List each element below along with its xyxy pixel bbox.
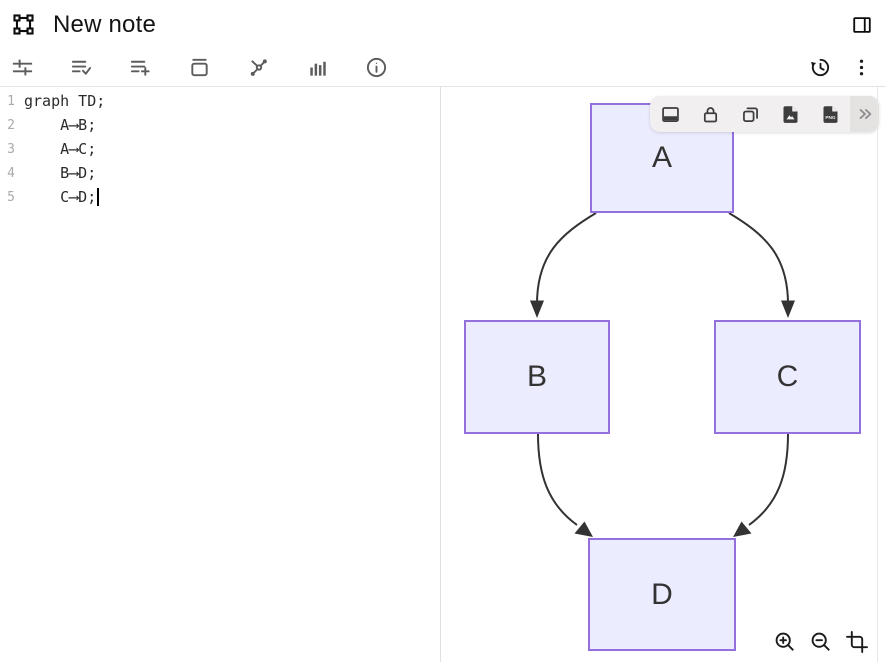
arrowhead-c-d — [733, 521, 752, 537]
code-line: 1 graph TD; — [0, 89, 440, 113]
tune-sliders-icon[interactable] — [10, 56, 34, 80]
chevrons-more-icon[interactable] — [850, 96, 879, 132]
titlebar: New note — [0, 0, 886, 49]
history-icon[interactable] — [808, 56, 832, 80]
edge-b-d — [537, 433, 578, 526]
code-line: 5 C⟶D; — [0, 185, 440, 209]
png-export-icon[interactable]: PNG — [810, 96, 850, 132]
toolbar — [0, 49, 886, 87]
archive-icon[interactable] — [187, 56, 211, 80]
diagram-float-toolbar: PNG — [650, 96, 879, 132]
copy-icon[interactable] — [730, 96, 770, 132]
edge-a-c — [728, 212, 789, 305]
zoom-controls — [773, 630, 869, 654]
info-icon[interactable] — [364, 56, 388, 80]
note-title[interactable]: New note — [53, 10, 156, 38]
line-number: 4 — [7, 165, 15, 181]
list-add-icon[interactable] — [128, 56, 152, 80]
code-text[interactable]: A⟶B; — [24, 116, 97, 134]
arrowhead-a-c — [781, 300, 795, 318]
list-check-icon[interactable] — [69, 56, 93, 80]
line-number: 2 — [7, 117, 15, 133]
zoom-out-icon[interactable] — [809, 630, 833, 654]
main-content: 1 graph TD; 2 A⟶B; 3 A⟶C; 4 B⟶D; 5 C⟶D; — [0, 87, 886, 662]
png-label: PNG — [825, 115, 836, 121]
diagram-node-d[interactable]: D — [588, 538, 736, 651]
code-line: 4 B⟶D; — [0, 161, 440, 185]
zoom-in-icon[interactable] — [773, 630, 797, 654]
toolbar-left-group — [10, 56, 388, 80]
node-label: A — [651, 141, 672, 174]
crop-fit-icon[interactable] — [845, 630, 869, 654]
code-text[interactable]: C⟶D; — [24, 188, 97, 206]
line-number: 3 — [7, 141, 15, 157]
image-export-icon[interactable] — [770, 96, 810, 132]
line-number: 1 — [7, 93, 15, 109]
toolbar-right-group — [808, 56, 873, 80]
flowchart-icon[interactable] — [246, 56, 270, 80]
text-cursor — [97, 188, 99, 206]
panel-right-toggle-icon[interactable] — [851, 14, 873, 36]
arrowhead-b-d — [574, 521, 593, 537]
node-label: C — [776, 360, 799, 393]
code-text[interactable]: A⟶C; — [24, 140, 97, 158]
diagram-node-c[interactable]: C — [714, 320, 861, 434]
node-label: B — [526, 360, 547, 393]
diagram-edges — [530, 212, 795, 537]
bar-chart-icon[interactable] — [305, 56, 329, 80]
code-editor[interactable]: 1 graph TD; 2 A⟶B; 3 A⟶C; 4 B⟶D; 5 C⟶D; — [0, 87, 440, 662]
node-label: D — [651, 577, 673, 611]
edge-c-d — [748, 433, 789, 526]
lock-icon[interactable] — [690, 96, 730, 132]
edge-a-b — [536, 212, 597, 305]
code-text[interactable]: B⟶D; — [24, 164, 97, 182]
object-frame-icon — [12, 13, 35, 36]
arrowhead-a-b — [530, 300, 544, 318]
code-line: 3 A⟶C; — [0, 137, 440, 161]
diagram-node-b[interactable]: B — [464, 320, 610, 434]
code-text[interactable]: graph TD; — [24, 92, 106, 110]
diagram-preview[interactable]: A B C D — [441, 87, 886, 662]
preview-scrollbar[interactable] — [877, 87, 878, 662]
kebab-menu-icon[interactable] — [849, 56, 873, 80]
panel-bottom-icon[interactable] — [650, 96, 690, 132]
code-line: 2 A⟶B; — [0, 113, 440, 137]
panel-divider[interactable] — [440, 87, 441, 662]
line-number: 5 — [7, 189, 15, 205]
